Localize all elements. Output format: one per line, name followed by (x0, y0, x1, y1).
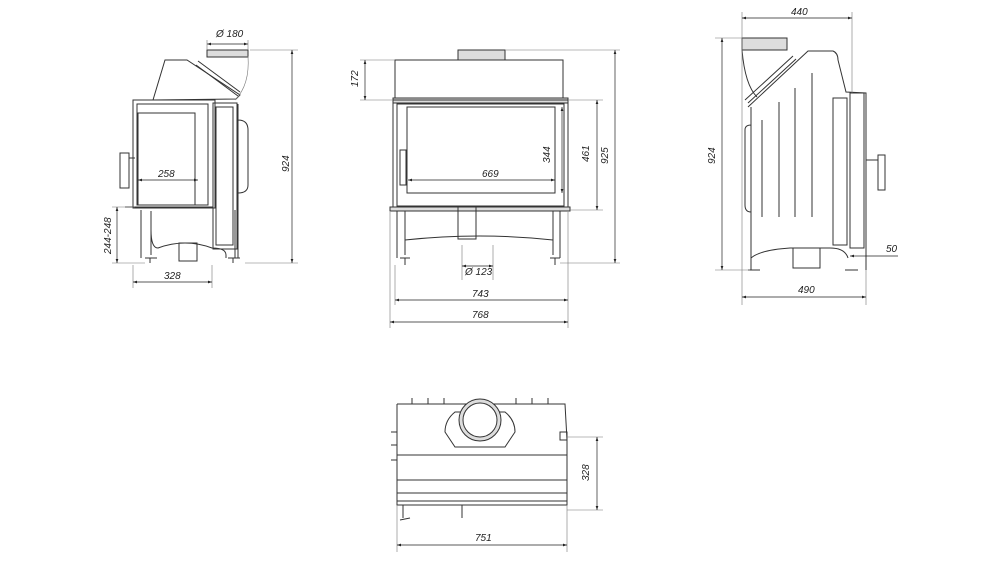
dim-hood-height: 172 (350, 70, 361, 87)
door-frame (132, 99, 216, 209)
dim-side-glass-width: 258 (157, 169, 175, 180)
dim-right-height: 924 (707, 147, 718, 164)
dim-body-width: 743 (472, 289, 489, 300)
door-glass (137, 112, 196, 206)
dim-side-depth: 328 (164, 271, 181, 282)
door-handle (119, 152, 130, 189)
dim-top-width: 440 (791, 7, 808, 18)
dim-side-height: 924 (281, 155, 292, 172)
dim-right-depth: 490 (798, 285, 815, 296)
right-side-view: 440 924 50 490 (707, 7, 898, 305)
door-handle (399, 149, 407, 186)
top-view: 328 751 (391, 398, 603, 552)
flue-flange (444, 411, 516, 448)
door-glass (406, 106, 556, 194)
dim-top-depth: 328 (581, 464, 592, 481)
dim-total-width: 768 (472, 310, 489, 321)
dim-door-height: 461 (581, 145, 592, 162)
front-view: 172 344 461 925 669 Ø 123 743 768 (350, 49, 620, 328)
hood (394, 59, 564, 101)
dim-flue-diameter: Ø 180 (215, 29, 244, 40)
dim-total-height: 925 (600, 147, 611, 164)
dim-top-width: 751 (475, 533, 492, 544)
dim-glass-height: 344 (542, 146, 553, 163)
side-view: Ø 180 924 258 244-248 328 (103, 29, 298, 288)
hood-outline (152, 59, 241, 101)
dim-air-inlet-diameter: Ø 123 (464, 267, 493, 278)
flue-collar (457, 49, 506, 61)
dim-glass-width: 669 (482, 169, 499, 180)
dim-base-height: 244-248 (103, 217, 114, 255)
door-handle (877, 154, 886, 191)
dim-offset: 50 (886, 244, 898, 255)
flue-collar (741, 37, 788, 51)
flue-collar (206, 49, 249, 58)
